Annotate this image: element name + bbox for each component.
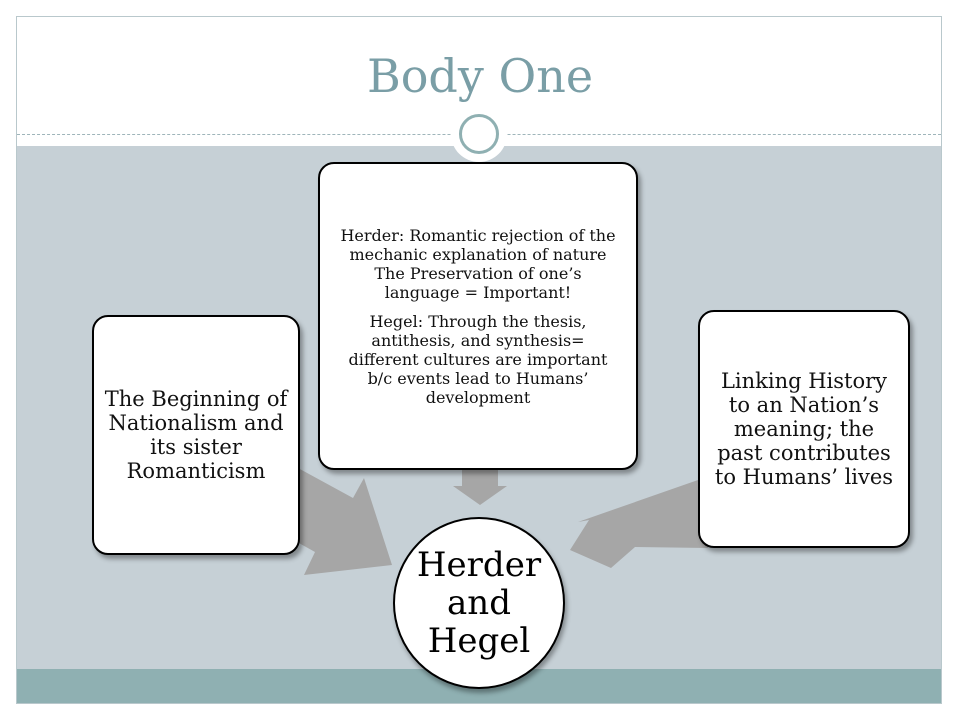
box-top-paragraph-herder: Herder: Romantic rejection of the mechan… [340, 225, 616, 302]
center-circle-herder-and-hegel: Herder and Hegel [393, 517, 565, 689]
box-left-text: The Beginning of Nationalism and its sis… [104, 387, 288, 483]
arrow-right-to-center [570, 480, 708, 568]
box-right-text: Linking History to an Nation’s meaning; … [714, 369, 894, 489]
arrow-top-to-center [453, 470, 507, 505]
box-linking-history: Linking History to an Nation’s meaning; … [698, 310, 910, 548]
slide-frame [16, 16, 942, 704]
slide-title: Body One [366, 49, 594, 103]
center-circle-text: Herder and Hegel [416, 545, 542, 661]
box-beginning-of-nationalism: The Beginning of Nationalism and its sis… [92, 315, 300, 555]
circle-ornament-icon [451, 106, 507, 162]
arrow-left-to-center [272, 468, 392, 575]
ornament-ring [459, 114, 499, 154]
box-top-paragraph-hegel: Hegel: Through the thesis, antithesis, a… [348, 311, 608, 407]
box-herder-hegel-details: Herder: Romantic rejection of the mechan… [318, 162, 638, 470]
